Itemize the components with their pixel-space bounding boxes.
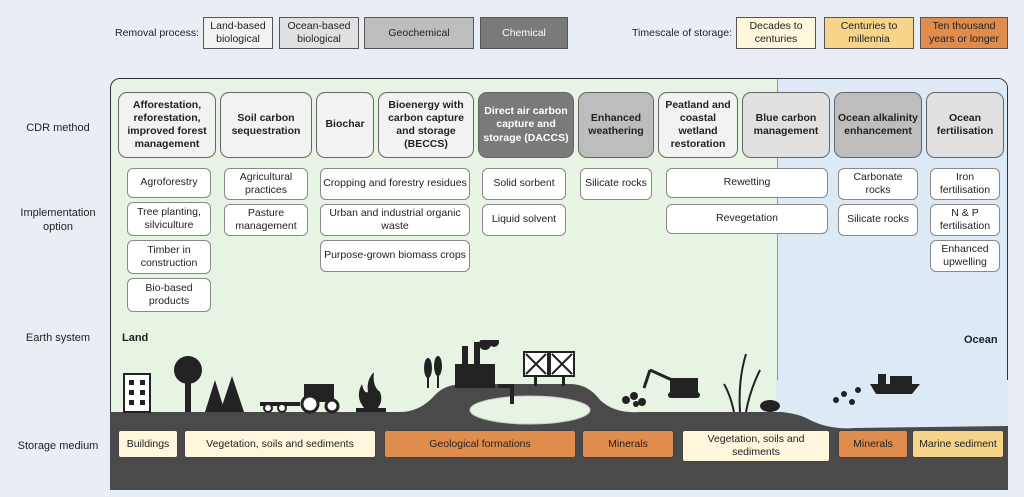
- legend-chemical: Chemical: [480, 17, 568, 49]
- cdr-blue-carbon: Blue carbon management: [742, 92, 830, 158]
- reed-icon: [723, 353, 761, 413]
- biomass-icon: [424, 356, 442, 388]
- option-tree-planting: Tree planting, silviculture: [127, 202, 211, 236]
- storage-vegetation-soils-1: Vegetation, soils and sediments: [184, 430, 376, 458]
- option-rewetting: Rewetting: [666, 168, 828, 198]
- excavator-icon: [642, 368, 700, 398]
- row-label-earth-system: Earth system: [25, 332, 91, 345]
- storage-buildings: Buildings: [118, 430, 178, 458]
- factory-icon: [455, 340, 514, 404]
- option-bio-based-products: Bio-based products: [127, 278, 211, 312]
- option-iron-fertilisation: Iron fertilisation: [930, 168, 1000, 200]
- cdr-biochar: Biochar: [316, 92, 374, 158]
- seagrass-icon: [760, 400, 780, 412]
- cdr-daccs: Direct air carbon capture and storage (D…: [478, 92, 574, 158]
- option-agroforestry: Agroforestry: [127, 168, 211, 198]
- cdr-afforestation: Afforestation, reforestation, improved f…: [118, 92, 216, 158]
- storage-marine-sediment: Marine sediment: [912, 430, 1004, 458]
- option-solid-sorbent: Solid sorbent: [482, 168, 566, 200]
- option-carbonate-rocks: Carbonate rocks: [838, 168, 918, 200]
- option-silicate-rocks-weathering: Silicate rocks: [580, 168, 652, 200]
- option-enhanced-upwelling: Enhanced upwelling: [930, 240, 1000, 272]
- option-agricultural-practices: Agricultural practices: [224, 168, 308, 200]
- cdr-ocean-alkalinity: Ocean alkalinity enhancement: [834, 92, 922, 158]
- storage-minerals-2: Minerals: [838, 430, 908, 458]
- option-silicate-rocks-alkalinity: Silicate rocks: [838, 204, 918, 236]
- fire-icon: [356, 372, 386, 412]
- storage-vegetation-soils-2: Vegetation, soils and sediments: [682, 430, 830, 462]
- cdr-ocean-fertilisation: Ocean fertilisation: [926, 92, 1004, 158]
- cdr-peatland: Peatland and coastal wetland restoration: [658, 92, 738, 158]
- legend-centuries-to-millennia: Centuries to millennia: [824, 17, 914, 49]
- geological-cavity: [469, 395, 591, 425]
- ocean-label: Ocean: [964, 334, 998, 346]
- dac-fan-icon: [523, 351, 575, 386]
- legend-geochemical: Geochemical: [364, 17, 474, 49]
- rocks-icon: [622, 392, 646, 407]
- option-np-fertilisation: N & P fertilisation: [930, 204, 1000, 236]
- storage-geological-formations: Geological formations: [384, 430, 576, 458]
- legend-decades-to-centuries: Decades to centuries: [736, 17, 816, 49]
- tree-icons: [174, 356, 244, 412]
- option-liquid-solvent: Liquid solvent: [482, 204, 566, 236]
- tractor-icon: [260, 384, 340, 414]
- row-label-implementation: Implementation option: [20, 207, 96, 233]
- legend-ten-thousand-years: Ten thousand years or longer: [920, 17, 1008, 49]
- landscape-illustration: [110, 340, 1008, 490]
- ocean-particles-icon: [833, 387, 861, 405]
- cdr-beccs: Bioenergy with carbon capture and storag…: [378, 92, 474, 158]
- option-urban-organic-waste: Urban and industrial organic waste: [320, 204, 470, 236]
- legend-ocean-based-biological: Ocean-based biological: [279, 17, 359, 49]
- storage-minerals-1: Minerals: [582, 430, 674, 458]
- land-label: Land: [122, 332, 149, 344]
- option-pasture-management: Pasture management: [224, 204, 308, 236]
- removal-process-label: Removal process:: [114, 27, 200, 40]
- timescale-label: Timescale of storage:: [632, 27, 732, 40]
- cdr-soil-carbon: Soil carbon sequestration: [220, 92, 312, 158]
- option-cropping-residues: Cropping and forestry residues: [320, 168, 470, 200]
- row-label-cdr-method: CDR method: [26, 122, 90, 135]
- row-label-storage-medium: Storage medium: [17, 440, 99, 453]
- option-timber-construction: Timber in construction: [127, 240, 211, 274]
- option-purpose-grown-crops: Purpose-grown biomass crops: [320, 240, 470, 272]
- building-icon: [123, 373, 151, 413]
- legend-land-based-biological: Land-based biological: [203, 17, 273, 49]
- ship-icon: [870, 374, 920, 394]
- option-revegetation: Revegetation: [666, 204, 828, 234]
- cdr-enhanced-weathering: Enhanced weathering: [578, 92, 654, 158]
